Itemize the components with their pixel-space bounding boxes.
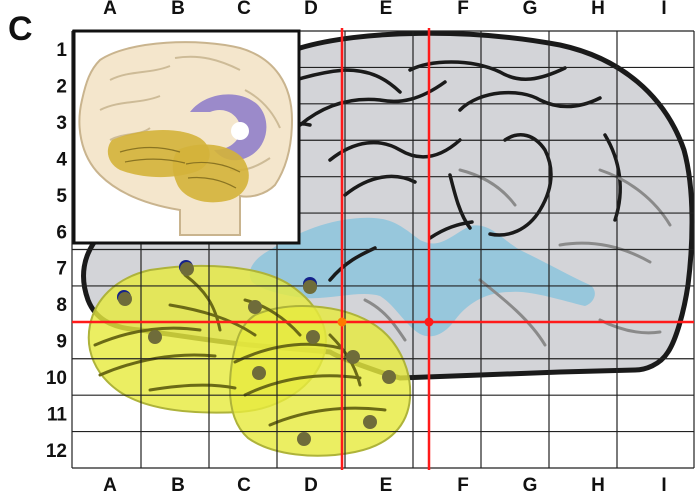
column-label-top: A (103, 0, 117, 19)
column-label-top: C (237, 0, 251, 19)
column-labels-top: A B C D E F G H I (103, 0, 667, 19)
electrode (118, 292, 132, 306)
column-label-bottom: E (380, 475, 393, 496)
row-label: 12 (46, 441, 67, 462)
row-label: 7 (56, 259, 67, 280)
electrode (297, 432, 311, 446)
electrode (252, 366, 266, 380)
panel-label: C (8, 10, 33, 48)
row-label: 11 (47, 404, 68, 425)
row-label: 6 (56, 222, 67, 243)
column-label-bottom: D (304, 475, 318, 496)
column-label-top: B (171, 0, 185, 19)
inset-brain-illustration (72, 29, 301, 245)
row-label: 9 (56, 332, 67, 353)
intersection-marker-red (424, 317, 434, 327)
column-label-top: G (523, 0, 538, 19)
electrode (148, 330, 162, 344)
electrode (306, 330, 320, 344)
ventricle (249, 217, 595, 337)
column-label-bottom: A (103, 475, 117, 496)
electrode (303, 280, 317, 294)
electrode (180, 262, 194, 276)
column-label-bottom: H (591, 475, 605, 496)
electrode (382, 370, 396, 384)
row-label: 2 (56, 77, 67, 98)
electrode (346, 350, 360, 364)
column-label-bottom: G (523, 475, 538, 496)
column-label-top: H (591, 0, 605, 19)
column-label-bottom: C (237, 475, 251, 496)
electrode (363, 415, 377, 429)
row-label: 3 (56, 113, 67, 134)
column-label-top: F (457, 0, 469, 19)
column-label-top: I (661, 0, 666, 19)
row-label: 1 (56, 40, 67, 61)
row-label: 8 (56, 295, 67, 316)
column-label-top: D (304, 0, 318, 19)
column-label-bottom: B (171, 475, 185, 496)
column-label-bottom: I (661, 475, 666, 496)
column-label-top: E (380, 0, 393, 19)
intersection-marker-orange (337, 317, 347, 327)
column-label-bottom: F (457, 475, 469, 496)
column-labels-bottom: A B C D E F G H I (103, 475, 667, 496)
row-label: 4 (56, 149, 67, 170)
electrodes-inside (118, 262, 396, 446)
row-label: 10 (46, 368, 67, 389)
row-label: 5 (56, 186, 67, 207)
crosshair (72, 28, 694, 470)
electrode (248, 300, 262, 314)
